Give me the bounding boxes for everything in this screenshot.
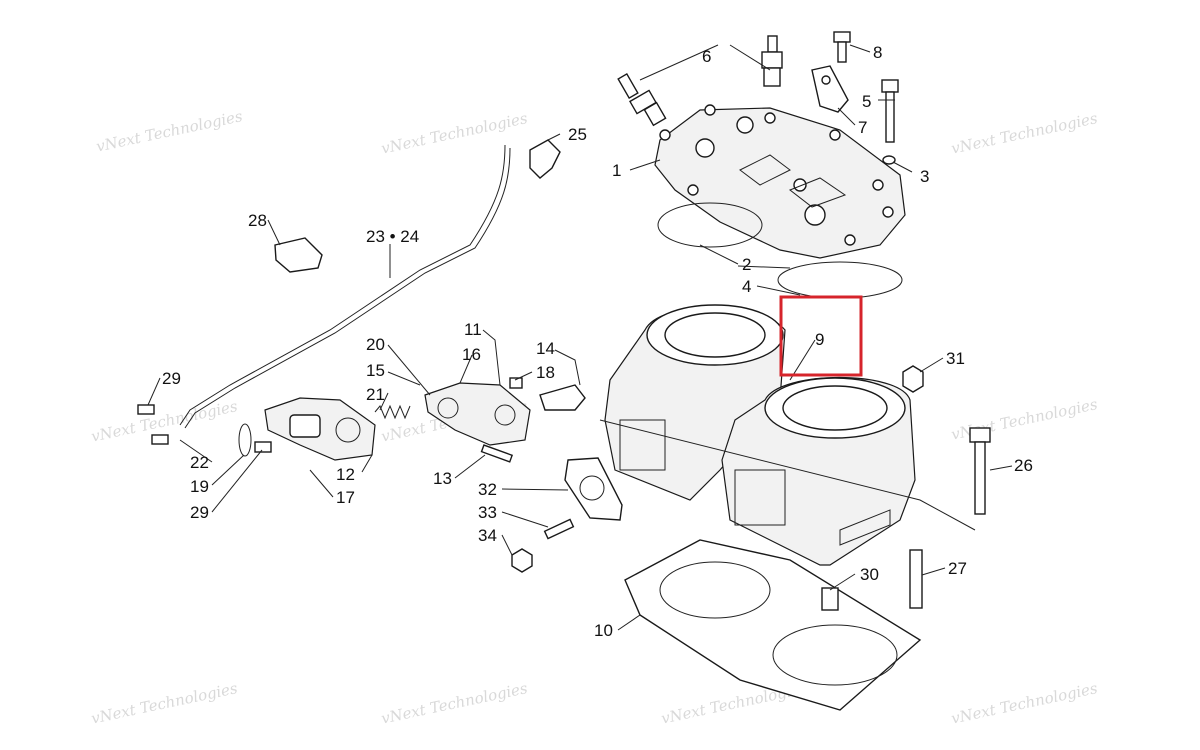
valve-blade[interactable]	[539, 384, 586, 411]
callout-28[interactable]: 28	[248, 211, 267, 230]
callout-7[interactable]: 7	[858, 118, 867, 137]
washer[interactable]	[882, 155, 896, 165]
callout-19[interactable]: 19	[190, 477, 209, 496]
callout-8[interactable]: 8	[873, 43, 882, 62]
callout-30[interactable]: 30	[860, 565, 879, 584]
callout-2[interactable]: 2	[742, 255, 751, 274]
callout-23-24[interactable]: 23 • 24	[366, 227, 419, 246]
leader-lines	[147, 44, 1013, 631]
callout-1[interactable]: 1	[612, 161, 621, 180]
callout-5[interactable]: 5	[862, 92, 871, 111]
screw[interactable]	[151, 434, 169, 445]
callout-9[interactable]: 9	[815, 330, 824, 349]
nut[interactable]	[511, 548, 533, 573]
callout-6[interactable]: 6	[702, 47, 711, 66]
pin[interactable]	[509, 377, 523, 389]
callout-4[interactable]: 4	[742, 277, 751, 296]
callout-32[interactable]: 32	[478, 480, 497, 499]
spring[interactable]	[374, 404, 411, 420]
base-gasket[interactable]	[624, 539, 922, 711]
callout-34[interactable]: 34	[478, 526, 497, 545]
exhaust-valve-housing-center[interactable]	[424, 382, 531, 446]
cable-clip[interactable]	[274, 237, 323, 273]
highlight-box	[779, 295, 863, 377]
watermark: vNext Technologies	[380, 109, 530, 158]
callout-29[interactable]: 29	[162, 369, 181, 388]
callout-22[interactable]: 22	[190, 453, 209, 472]
bolt[interactable]	[881, 79, 899, 143]
dowel-pin[interactable]	[821, 587, 839, 611]
spark-plug[interactable]	[617, 73, 667, 127]
callout-26[interactable]: 26	[1014, 456, 1033, 475]
head-gasket-o-ring[interactable]	[777, 261, 903, 299]
watermark: vNext Technologies	[380, 679, 530, 728]
callout-33[interactable]: 33	[478, 503, 497, 522]
screw[interactable]	[137, 404, 155, 415]
callout-21[interactable]: 21	[366, 385, 385, 404]
watermark: vNext Technologies	[95, 107, 245, 156]
callout-17[interactable]: 17	[336, 488, 355, 507]
callout-29[interactable]: 29	[190, 503, 209, 522]
cylinder-stud-long[interactable]	[969, 427, 991, 515]
watermark: vNext Technologies	[950, 109, 1100, 158]
cylinder-front[interactable]	[721, 376, 916, 566]
callout-20[interactable]: 20	[366, 335, 385, 354]
callout-3[interactable]: 3	[920, 167, 929, 186]
callout-27[interactable]: 27	[948, 559, 967, 578]
callout-11[interactable]: 11	[464, 320, 482, 339]
callout-12[interactable]: 12	[336, 465, 355, 484]
lifting-bracket[interactable]	[811, 65, 849, 113]
callout-15[interactable]: 15	[366, 361, 385, 380]
callout-10[interactable]: 10	[594, 621, 613, 640]
cylinder-head[interactable]	[654, 104, 906, 259]
screw[interactable]	[254, 441, 272, 453]
flange-nut[interactable]	[902, 365, 924, 393]
cylinder-stud-short[interactable]	[909, 549, 923, 609]
control-cable[interactable]	[179, 144, 506, 426]
callout-14[interactable]: 14	[536, 339, 555, 358]
exhaust-valve-housing-left[interactable]	[264, 397, 376, 461]
bolt[interactable]	[480, 444, 514, 463]
cylinder-rear[interactable]	[604, 304, 786, 501]
head-gasket-o-ring[interactable]	[657, 202, 763, 248]
callout-labels: 1 2 3 4 5 6 7 8 9 10 11 12 13 14 15 16 1…	[162, 43, 1033, 640]
callout-13[interactable]: 13	[433, 469, 452, 488]
o-ring[interactable]	[238, 423, 252, 457]
watermark: vNext Technologies	[90, 679, 240, 728]
exhaust-gasket[interactable]	[564, 457, 623, 521]
spark-plug[interactable]	[761, 35, 783, 87]
clip[interactable]	[529, 139, 561, 179]
watermark: vNext Technologies	[950, 679, 1100, 728]
stud[interactable]	[543, 518, 575, 540]
callout-25[interactable]: 25	[568, 125, 587, 144]
callout-18[interactable]: 18	[536, 363, 555, 382]
bolt[interactable]	[833, 31, 851, 63]
callout-31[interactable]: 31	[946, 349, 965, 368]
callout-16[interactable]: 16	[462, 345, 481, 364]
